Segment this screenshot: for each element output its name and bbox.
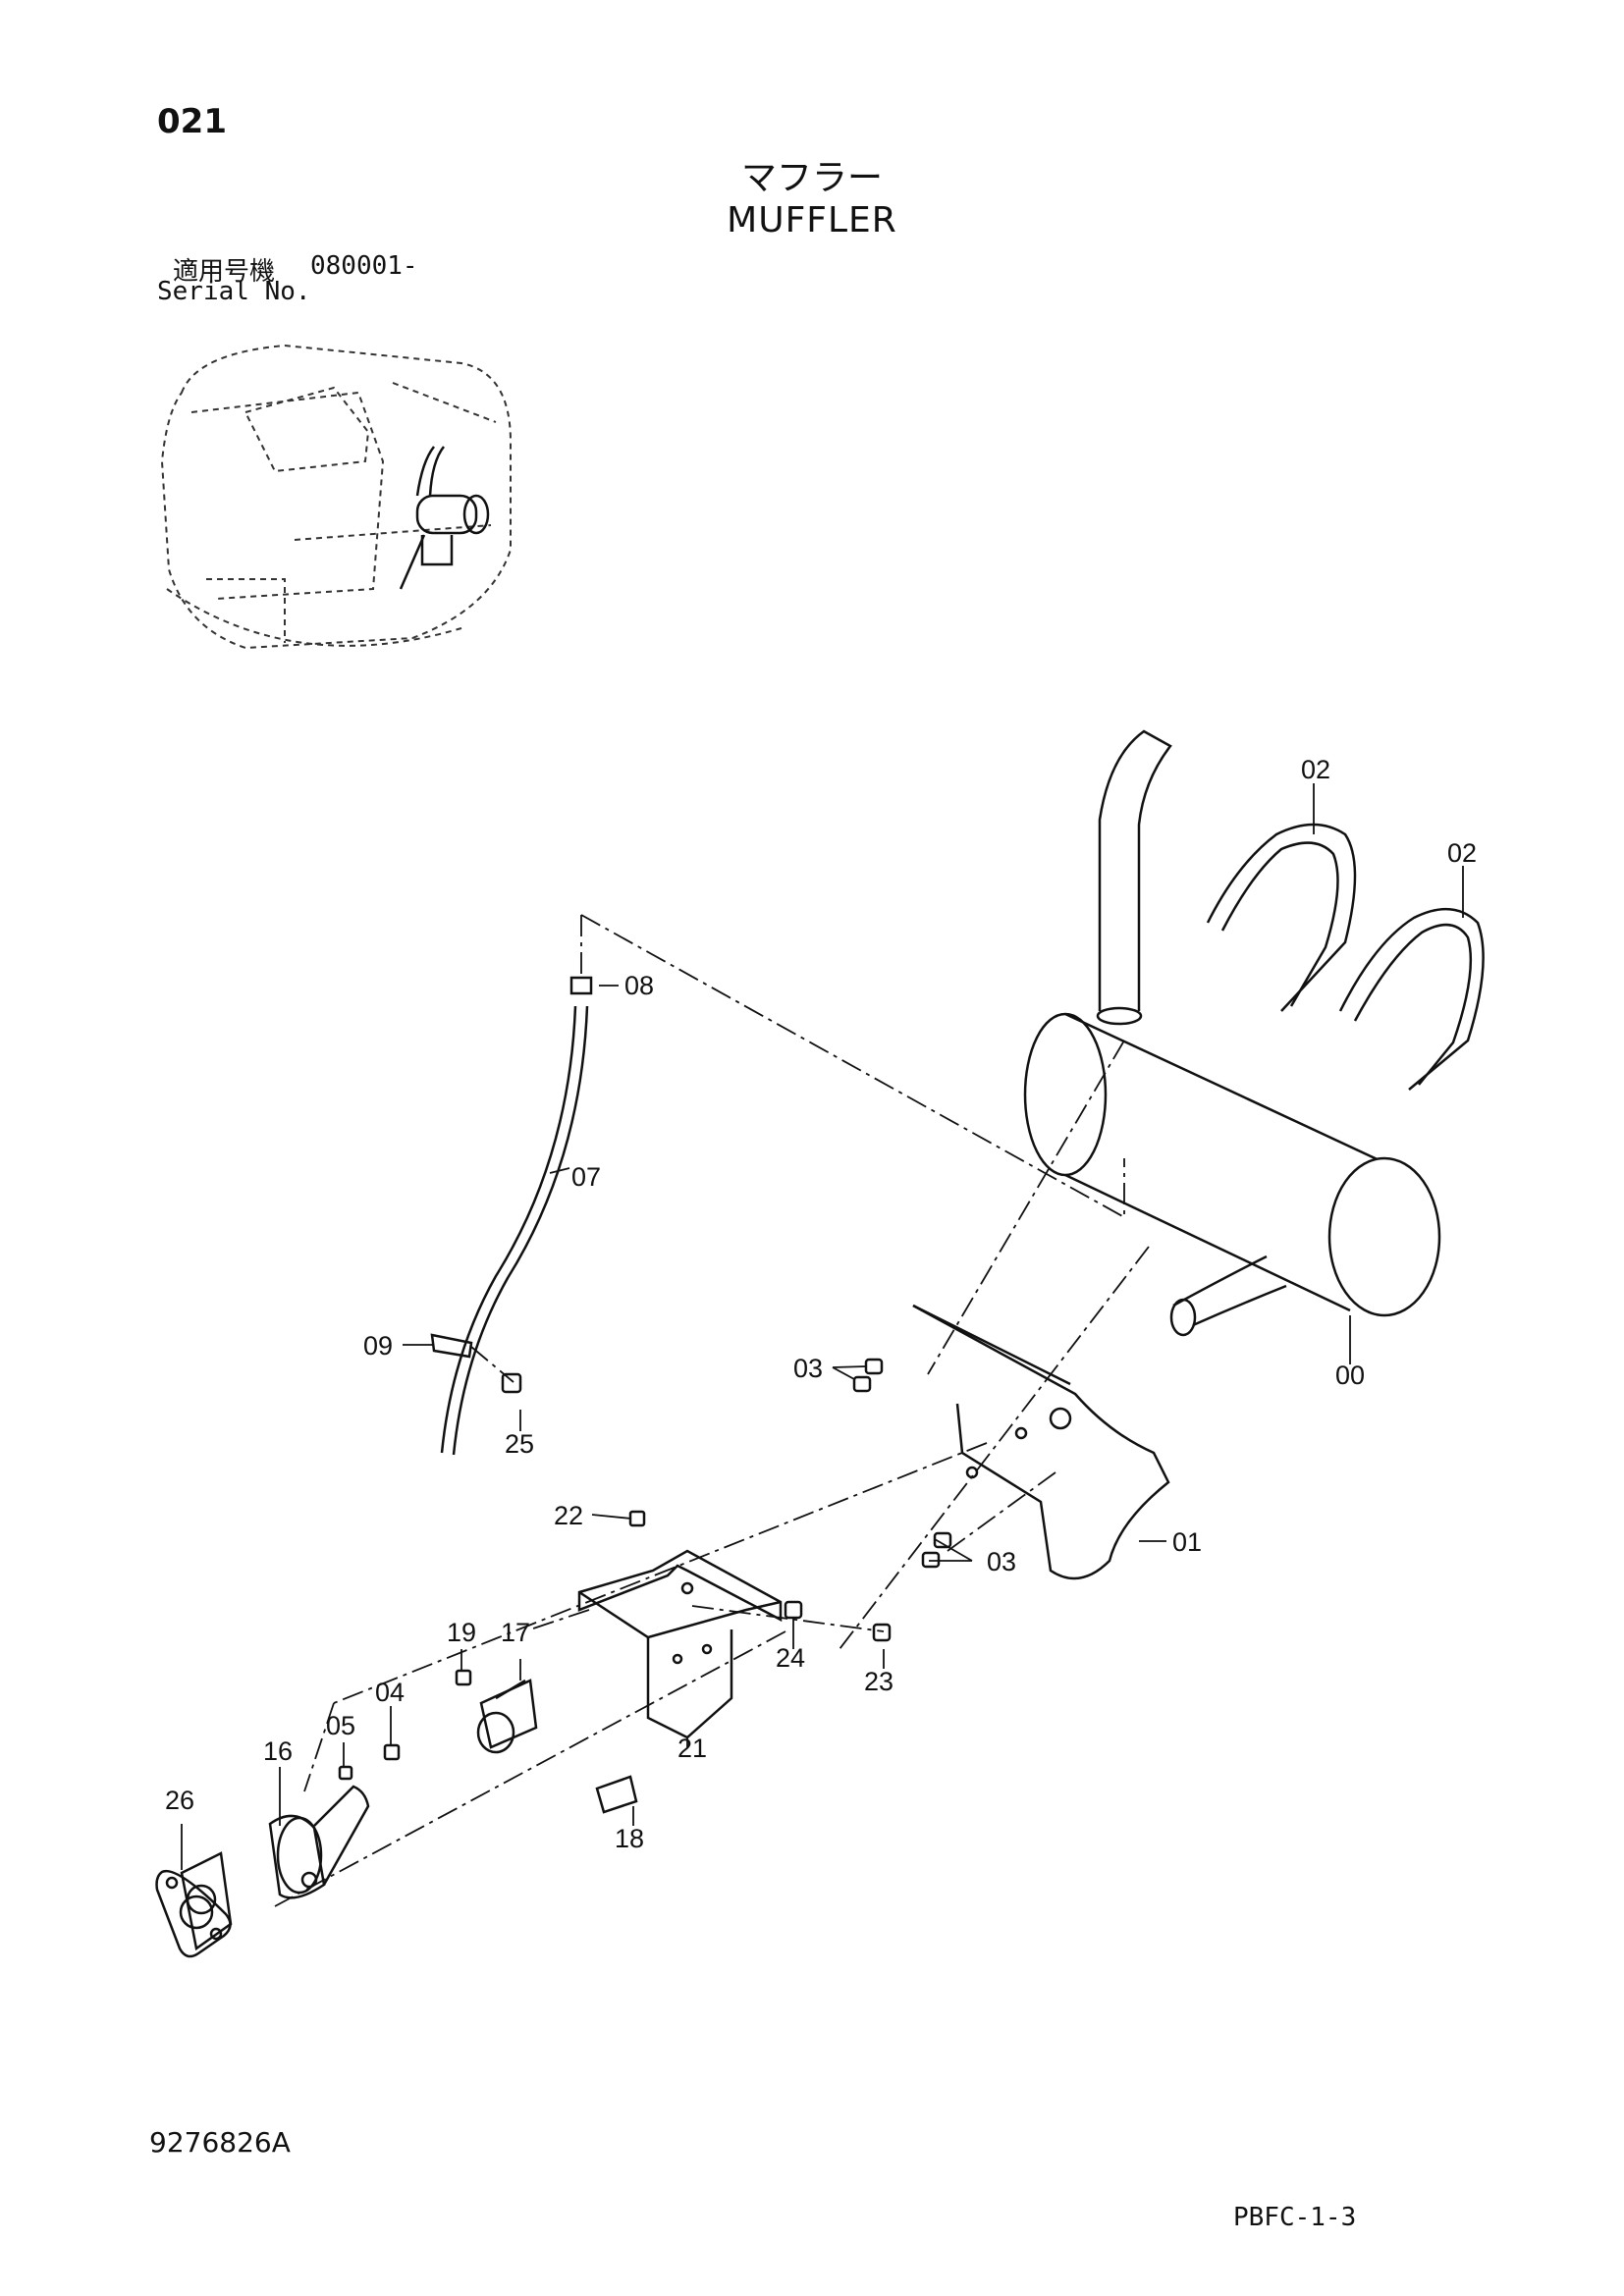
alignment-lines — [274, 914, 1150, 1907]
washer-05-icon — [338, 1765, 353, 1781]
callout-18: 18 — [615, 1824, 644, 1853]
bolt-22-icon — [628, 1510, 646, 1527]
machine-locator-sketch — [160, 344, 512, 650]
muffler-location-highlight — [399, 446, 490, 590]
u-bolt-clamp — [1206, 823, 1357, 1012]
muffler-assembly — [912, 729, 1441, 1580]
serial-label-japanese: 適用号機 — [173, 257, 276, 287]
callout-25: 25 — [505, 1429, 534, 1459]
callout-21: 21 — [677, 1734, 707, 1763]
callout-09: 09 — [363, 1331, 393, 1361]
callout-04: 04 — [375, 1678, 405, 1707]
bolt-24-icon — [784, 1600, 803, 1620]
bolt-03-icon — [852, 1375, 872, 1393]
page-number: 021 — [157, 102, 227, 141]
callout-05: 05 — [326, 1711, 355, 1740]
nut-19-icon — [455, 1669, 472, 1686]
bolt-03-icon — [921, 1551, 941, 1569]
callout-08: 08 — [624, 971, 654, 1000]
callout-19: 19 — [447, 1618, 476, 1647]
callout-17: 17 — [501, 1618, 530, 1647]
callout-03: 03 — [793, 1354, 823, 1383]
callout-07: 07 — [571, 1162, 601, 1192]
page-reference: PBFC-1-3 — [1233, 2203, 1357, 2232]
bolt-25-icon — [501, 1372, 522, 1394]
title-english: MUFFLER — [727, 200, 897, 240]
leader-lines — [181, 783, 1464, 1870]
title-japanese: マフラー — [740, 158, 883, 198]
fasteners — [338, 1358, 952, 1814]
drain-tube — [430, 976, 593, 1456]
nut-23-icon — [872, 1623, 892, 1642]
nut-04-icon — [383, 1743, 401, 1761]
serial-range: 080001- — [310, 251, 418, 281]
callout-24: 24 — [776, 1643, 805, 1673]
exhaust-pipe-parts — [180, 1679, 538, 1951]
callout-16: 16 — [263, 1736, 293, 1766]
gasket — [155, 1869, 232, 1958]
callout-00: 00 — [1335, 1361, 1365, 1390]
bolt-18-icon — [595, 1775, 638, 1814]
callout-23: 23 — [864, 1667, 893, 1696]
mounting-plate — [577, 1549, 783, 1739]
serial-label-english: Serial No. — [157, 277, 311, 306]
u-bolt-clamp — [1338, 907, 1485, 1091]
callout-22: 22 — [554, 1501, 583, 1530]
callout-03: 03 — [987, 1547, 1016, 1576]
callout-02: 02 — [1447, 838, 1477, 868]
document-code: 9276826A — [149, 2126, 291, 2159]
bolt-03-icon — [864, 1358, 884, 1375]
callout-01: 01 — [1172, 1527, 1202, 1557]
callout-26: 26 — [165, 1786, 194, 1815]
callout-02: 02 — [1301, 755, 1330, 784]
